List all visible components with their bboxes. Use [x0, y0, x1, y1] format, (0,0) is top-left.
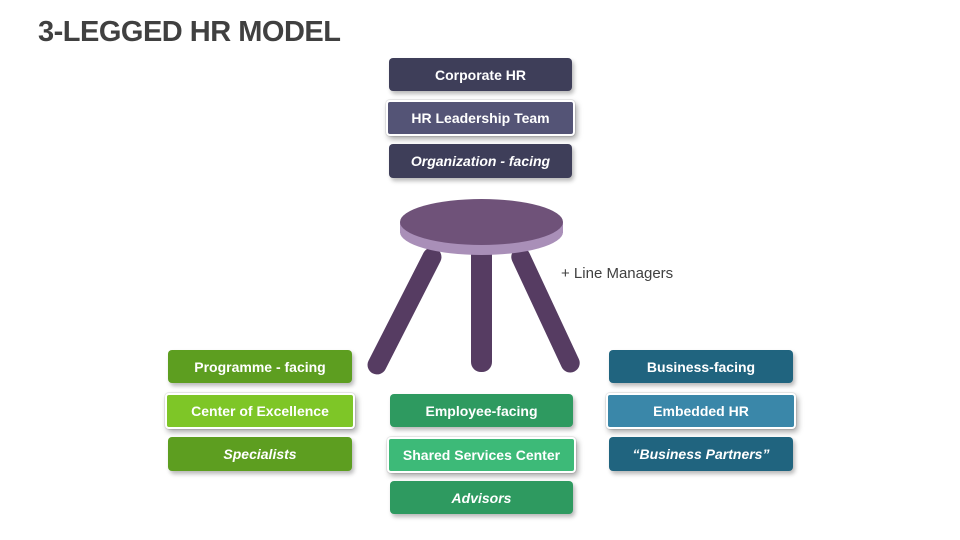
box-programme-facing: Programme - facing [168, 350, 352, 383]
box-specialists: Specialists [168, 437, 352, 471]
box-hr-leadership-team: HR Leadership Team [386, 100, 575, 136]
line-managers-annotation: + Line Managers [561, 265, 674, 282]
page-title: 3-LEGGED HR MODEL [38, 16, 341, 48]
box-employee-facing: Employee-facing [390, 394, 573, 427]
box-corporate-hr: Corporate HR [389, 58, 572, 91]
box-business-facing: Business-facing [609, 350, 793, 383]
box-business-partners: “Business Partners” [609, 437, 793, 471]
stool-leg-left [364, 244, 445, 378]
stool-seat-top [400, 199, 563, 245]
box-organization-facing: Organization - facing [389, 144, 572, 178]
box-advisors: Advisors [390, 481, 573, 514]
box-shared-services-center: Shared Services Center [387, 437, 576, 473]
stool-leg-center [471, 244, 492, 372]
box-center-of-excellence: Center of Excellence [165, 393, 355, 429]
box-embedded-hr: Embedded HR [606, 393, 796, 429]
